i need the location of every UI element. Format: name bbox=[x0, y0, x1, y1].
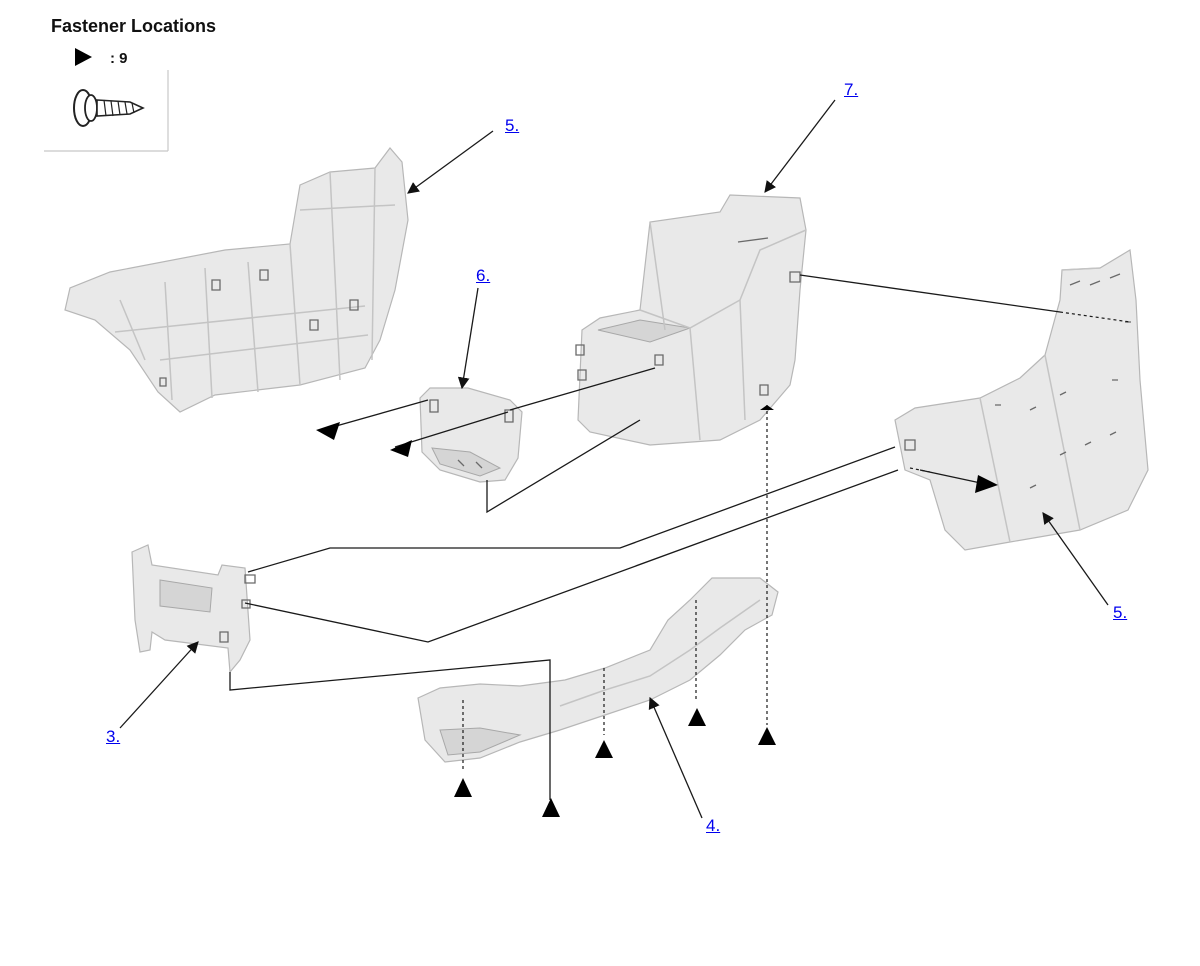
floor-duct-part bbox=[417, 577, 779, 763]
side-trim-panel-right bbox=[894, 249, 1149, 551]
fastener-marker bbox=[975, 475, 998, 493]
vent-duct-part bbox=[419, 387, 523, 483]
screw-icon bbox=[73, 89, 145, 127]
fastener-marker bbox=[454, 778, 472, 797]
triangle-marker-icon bbox=[75, 48, 92, 66]
connection-lines bbox=[229, 274, 1131, 800]
fastener-marker bbox=[758, 727, 776, 745]
callout-part-5-left[interactable]: 5. bbox=[505, 116, 520, 135]
callout-part-7[interactable]: 7. bbox=[844, 80, 859, 99]
side-trim-panel-left bbox=[64, 147, 409, 413]
callout-part-4[interactable]: 4. bbox=[706, 816, 721, 835]
fastener-marker bbox=[390, 440, 412, 457]
fastener-marker bbox=[595, 740, 613, 758]
fastener-marker bbox=[542, 798, 560, 817]
callout-leaders bbox=[119, 99, 1109, 819]
callout-part-5-right[interactable]: 5. bbox=[1113, 603, 1128, 622]
callout-part-6[interactable]: 6. bbox=[476, 266, 491, 285]
bracket-part bbox=[131, 544, 256, 674]
fastener-count: : 9 bbox=[110, 50, 128, 67]
page-title: Fastener Locations bbox=[51, 16, 217, 36]
fastener-marker bbox=[760, 405, 774, 410]
fastener-marker bbox=[316, 422, 340, 440]
console-box-part bbox=[575, 194, 807, 446]
fastener-legend bbox=[44, 48, 169, 152]
fastener-marker bbox=[688, 708, 706, 726]
callout-part-3[interactable]: 3. bbox=[106, 727, 121, 746]
fastener-markers bbox=[316, 405, 998, 817]
